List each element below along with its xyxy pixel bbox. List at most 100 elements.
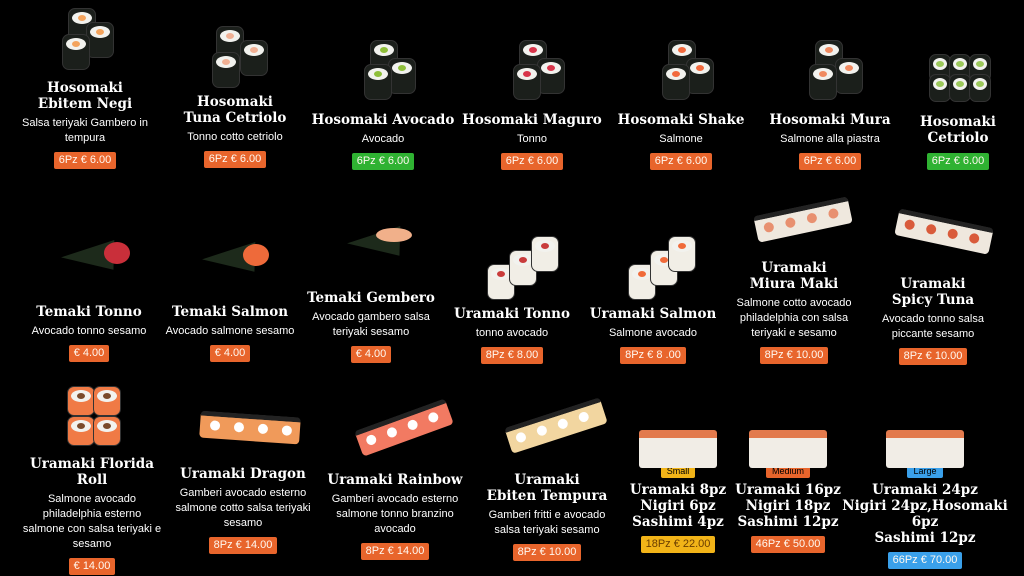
roll-icon xyxy=(531,236,559,272)
price-button[interactable]: 8Pz € 8.00 xyxy=(480,347,544,364)
roll-icon xyxy=(93,416,121,446)
menu-card[interactable]: Uramaki Spicy Tuna Avocado tonno salsa p… xyxy=(858,204,1008,365)
item-title: Hosomaki Mura xyxy=(769,112,891,128)
menu-card[interactable]: Hosomaki Maguro Tonno 6Pz € 6.00 xyxy=(457,34,607,170)
price-button[interactable]: 8Pz € 14.00 xyxy=(360,543,430,560)
platter-icon xyxy=(886,430,964,468)
item-title: Uramaki Salmon xyxy=(589,306,717,322)
sushi-image xyxy=(588,230,718,300)
item-description: Salsa teriyaki Gambero in tempura xyxy=(22,117,148,144)
menu-card[interactable]: Hosomaki Shake Salmone 6Pz € 6.00 xyxy=(606,34,756,170)
item-title: Temaki Tonno xyxy=(36,304,142,320)
item-description: Salmone cotto avocado philadelphia con s… xyxy=(736,297,852,339)
item-title: Uramaki 16pz Nigiri 18pz Sashimi 12pz xyxy=(735,482,841,530)
filling-icon xyxy=(376,228,412,242)
roll-icon xyxy=(354,398,454,457)
combo-card-large[interactable]: Large Uramaki 24pz Nigiri 24pz,Hosomaki … xyxy=(840,426,1010,569)
roll-icon xyxy=(212,52,240,88)
price-button[interactable]: € 4.00 xyxy=(68,345,110,362)
filling-icon xyxy=(104,242,130,264)
roll-icon xyxy=(537,58,565,94)
item-description: Avocado salmone sesamo xyxy=(165,325,295,337)
roll-icon xyxy=(894,208,994,255)
menu-card[interactable]: Temaki Tonno Avocado tonno sesamo € 4.00 xyxy=(14,232,164,362)
item-description: Salmone avocado xyxy=(608,327,698,339)
item-title: Hosomaki Cetriolo xyxy=(920,114,996,146)
price-button[interactable]: 8Pz € 10.00 xyxy=(898,348,968,365)
price-button[interactable]: 8Pz € 8 .00 xyxy=(620,347,686,364)
item-description: Avocado gambero salsa teriyaki sesamo xyxy=(312,311,430,338)
item-title: Uramaki Florida Roll xyxy=(30,456,154,488)
sushi-image xyxy=(482,396,612,454)
price-button[interactable]: € 4.00 xyxy=(350,346,392,363)
menu-card[interactable]: Hosomaki Mura Salmone alla piastra 6Pz €… xyxy=(755,34,905,170)
menu-card[interactable]: Hosomaki Avocado Avocado 6Pz € 6.00 xyxy=(308,34,458,170)
price-button[interactable]: 6Pz € 6.00 xyxy=(798,153,862,170)
roll-icon xyxy=(240,40,268,76)
sushi-image xyxy=(765,34,895,104)
menu-card[interactable]: Uramaki Rainbow Gamberi avocado esterno … xyxy=(320,396,470,560)
price-button[interactable]: 46Pz € 50.00 xyxy=(750,536,826,553)
menu-card[interactable]: Uramaki Ebiten Tempura Gamberi fritti e … xyxy=(472,396,622,561)
item-title: Temaki Gembero xyxy=(307,290,435,306)
roll-icon xyxy=(364,64,392,100)
item-description: tonno avocado xyxy=(475,327,549,339)
menu-card[interactable]: Uramaki Dragon Gamberi avocado esterno s… xyxy=(168,404,318,554)
price-button[interactable]: € 14.00 xyxy=(68,558,116,575)
sushi-image xyxy=(330,396,460,458)
roll-icon xyxy=(809,64,837,100)
menu-card[interactable]: Hosomaki Ebitem Negi Salsa teriyaki Gamb… xyxy=(10,4,160,169)
menu-card[interactable]: Uramaki Miura Maki Salmone cotto avocado… xyxy=(719,192,869,364)
menu-card[interactable]: Temaki Salmon Avocado salmone sesamo € 4… xyxy=(155,232,305,362)
price-button[interactable]: 6Pz € 6.00 xyxy=(926,153,990,170)
roll-icon xyxy=(929,74,951,102)
item-description: Salmone xyxy=(659,133,703,145)
price-button[interactable]: 8Pz € 10.00 xyxy=(512,544,582,561)
price-button[interactable]: 8Pz € 10.00 xyxy=(759,347,829,364)
item-description: Avocado tonno sesamo xyxy=(31,325,147,337)
menu-card[interactable]: Hosomaki Cetriolo 6Pz € 6.00 xyxy=(883,46,1024,170)
item-title: Uramaki Spicy Tuna xyxy=(891,276,975,308)
menu-card[interactable]: Temaki Gembero Avocado gambero salsa ter… xyxy=(296,220,446,363)
price-button[interactable]: 8Pz € 14.00 xyxy=(208,537,278,554)
item-title: Uramaki Dragon xyxy=(180,466,306,482)
combo-card-small[interactable]: Small Uramaki 8pz Nigiri 6pz Sashimi 4pz… xyxy=(603,426,753,553)
sushi-image xyxy=(20,4,150,70)
item-description: Salmone avocado philadelphia esterno sal… xyxy=(22,493,162,550)
menu-card[interactable]: Uramaki Salmon Salmone avocado 8Pz € 8 .… xyxy=(578,230,728,364)
roll-icon xyxy=(949,74,971,102)
sushi-image xyxy=(868,204,998,260)
roll-icon xyxy=(67,416,95,446)
filling-icon xyxy=(243,244,269,266)
roll-icon xyxy=(686,58,714,94)
price-button[interactable]: 18Pz € 22.00 xyxy=(640,536,716,553)
combo-card-medium[interactable]: Medium Uramaki 16pz Nigiri 18pz Sashimi … xyxy=(713,426,863,553)
price-button[interactable]: € 4.00 xyxy=(209,345,251,362)
platter-icon xyxy=(749,430,827,468)
item-description: Tonno xyxy=(517,133,547,145)
item-description: Gamberi avocado esterno salmone cotto sa… xyxy=(175,487,311,529)
item-title: Uramaki Tonno xyxy=(454,306,570,322)
price-button[interactable]: 6Pz € 6.00 xyxy=(203,151,267,168)
price-button[interactable]: 6Pz € 6.00 xyxy=(500,153,564,170)
sushi-image xyxy=(467,34,597,104)
price-button[interactable]: 6Pz € 6.00 xyxy=(53,152,117,169)
price-button[interactable]: 66Pz € 70.00 xyxy=(887,552,963,569)
price-button[interactable]: 6Pz € 6.00 xyxy=(351,153,415,170)
roll-icon xyxy=(835,58,863,94)
menu-card[interactable]: Hosomaki Tuna Cetriolo Tonno cotto cetri… xyxy=(160,20,310,168)
roll-icon xyxy=(668,236,696,272)
menu-card[interactable]: Uramaki Tonno tonno avocado 8Pz € 8.00 xyxy=(437,230,587,364)
menu-card[interactable]: Uramaki Florida Roll Salmone avocado phi… xyxy=(17,380,167,575)
roll-icon xyxy=(513,64,541,100)
roll-icon xyxy=(388,58,416,94)
price-button[interactable]: 6Pz € 6.00 xyxy=(649,153,713,170)
item-title: Hosomaki Maguro xyxy=(462,112,602,128)
sushi-image xyxy=(165,232,295,292)
roll-icon xyxy=(969,74,991,102)
sushi-image xyxy=(178,404,308,452)
item-description: Salmone alla piastra xyxy=(780,133,880,145)
sushi-image xyxy=(723,426,853,468)
item-title: Temaki Salmon xyxy=(171,304,289,320)
roll-icon xyxy=(62,34,90,70)
